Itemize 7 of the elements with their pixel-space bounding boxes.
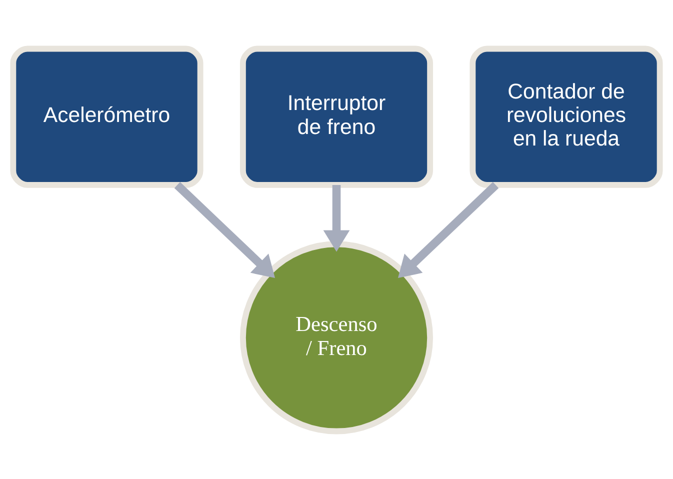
node-box: Acelerómetro	[10, 45, 204, 188]
node-box: Interruptor de freno	[240, 45, 434, 188]
arrow	[323, 184, 350, 252]
node-circle: Descenso / Freno	[240, 240, 434, 434]
arrow	[398, 182, 499, 278]
node-box: Contador de revoluciones en la rueda	[470, 45, 663, 188]
arrow	[174, 182, 276, 278]
